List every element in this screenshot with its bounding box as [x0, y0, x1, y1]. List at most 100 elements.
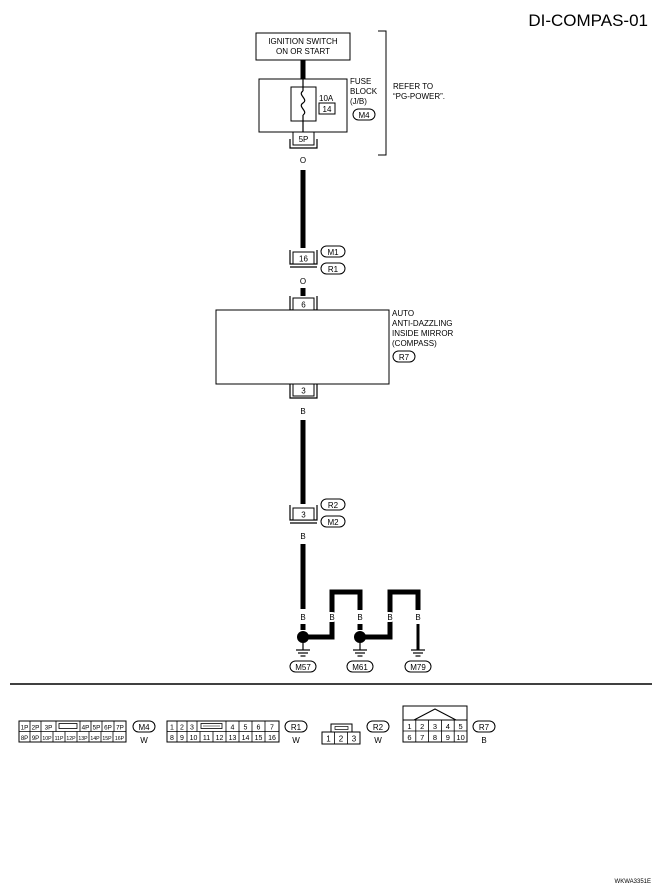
fuse-connector-badge: M4	[352, 108, 376, 121]
refer-note-line2: “PG-POWER”.	[393, 92, 445, 101]
r1-pin: 11	[203, 735, 210, 742]
m4-pin: 1P	[21, 725, 29, 732]
m4-pin: 15P	[102, 736, 112, 742]
ground-point-m79: M79	[404, 649, 432, 673]
mirror-connector-badge: R7	[392, 350, 416, 363]
m4-pin: 16P	[115, 736, 125, 742]
r7-pin: 2	[420, 722, 424, 731]
connector-face-m4: 1P 2P 3P 4P 5P 6P 7P 8P 9P 10P 11P	[18, 720, 127, 743]
r7-pin: 9	[446, 733, 450, 742]
m4-pin: 4P	[82, 725, 90, 732]
footer-code: WKWA3351E	[615, 879, 651, 885]
r1-pin: 7	[270, 725, 274, 732]
ground-label-m79: M79	[410, 663, 426, 672]
r1-connector-id: R1	[291, 723, 302, 732]
fuse-pin: 5P	[299, 135, 309, 144]
r7-pin: 8	[433, 733, 437, 742]
fuse-label-line3: (J/B)	[350, 97, 367, 106]
ground-wire-color-4: B	[387, 613, 392, 622]
r1-pin: 16	[268, 735, 276, 742]
r7-pin: 4	[446, 722, 450, 731]
m4-pin: 2P	[32, 725, 40, 732]
m4-pin: 10P	[42, 736, 52, 742]
ground-wire-color-5: B	[415, 613, 420, 622]
r1-pin: 6	[257, 725, 261, 732]
r2-pin: 3	[352, 735, 357, 744]
r1-pin: 4	[231, 725, 235, 732]
r1-pin: 8	[170, 735, 174, 742]
joint-r2-m2-pin: 3	[301, 511, 306, 520]
m4-pin: 6P	[104, 725, 112, 732]
wire-color-joint-to-mirror: O	[300, 277, 306, 286]
refer-note-line1: REFER TO	[393, 82, 433, 91]
connector-view-m4: 1P 2P 3P 4P 5P 6P 7P 8P 9P 10P 11P	[18, 720, 156, 745]
connector-view-r1: 1 2 3 4 5 6 7 8 9 10 11 12 13	[166, 720, 308, 745]
m4-pin: 3P	[45, 725, 53, 732]
r1-pin: 12	[216, 735, 224, 742]
m4-pin: 7P	[116, 725, 124, 732]
ground-wire-color-1: B	[300, 613, 305, 622]
connector-face-r7: 1 2 3 4 5 6 7 8 9 10	[402, 705, 468, 743]
r1-pin: 15	[255, 735, 263, 742]
ground-label-m61: M61	[352, 663, 368, 672]
fuse-block: 10A 14 5P	[258, 78, 348, 149]
ignition-label-line2: ON OR START	[276, 47, 330, 56]
wire-color-mirror-to-joint: B	[300, 407, 305, 416]
m4-connector-color: W	[140, 736, 148, 745]
joint-m2-connector: M2	[327, 518, 339, 527]
joint-m1-r1-pin: 16	[299, 255, 308, 264]
r7-pin: 1	[407, 722, 411, 731]
wire-color-fuse-to-joint: O	[300, 156, 306, 165]
r7-connector-id: R7	[479, 723, 490, 732]
connector-face-r2: 1 2 3	[321, 723, 361, 745]
page-title: DI-COMPAS-01	[528, 11, 648, 30]
ground-wire-color-3: B	[357, 613, 362, 622]
joint-connector-m1-r1: 16 M1 R1	[289, 245, 346, 275]
r7-connector-color: B	[481, 736, 486, 745]
joint-r1-connector: R1	[328, 265, 339, 274]
mirror-label-line3: INSIDE MIRROR	[392, 329, 454, 338]
r2-connector-color: W	[374, 736, 382, 745]
m4-pin: 13P	[78, 736, 88, 742]
joint-connector-r2-m2: 3 R2 M2	[289, 498, 346, 528]
r1-pin: 3	[190, 725, 194, 732]
auto-dimming-mirror: 6 3	[215, 296, 390, 399]
fuse-label-line1: FUSE	[350, 77, 371, 86]
mirror-pin-top: 6	[301, 301, 306, 310]
m4-pin: 8P	[21, 736, 28, 742]
mirror-label-line2: ANTI-DAZZLING	[392, 319, 452, 328]
mirror-pin-bottom: 3	[301, 387, 306, 396]
wire-m57-to-m61	[307, 589, 363, 640]
fuse-rating: 10A	[319, 94, 334, 103]
ground-label-m57: M57	[295, 663, 311, 672]
r1-pin: 1	[170, 725, 174, 732]
fuse-number: 14	[323, 105, 332, 114]
r1-pin: 14	[242, 735, 250, 742]
mirror-label-line4: (COMPASS)	[392, 339, 437, 348]
connector-view-r2: 1 2 3 R2 W	[321, 720, 390, 745]
refer-bracket	[378, 30, 387, 156]
mirror-connector: R7	[399, 353, 410, 362]
ground-wire-color-2: B	[329, 613, 334, 622]
wire-m61-to-m79	[364, 589, 421, 640]
m4-pin: 5P	[93, 725, 101, 732]
m4-pin: 14P	[90, 736, 100, 742]
r2-pin: 1	[326, 735, 331, 744]
r2-pin: 2	[339, 735, 344, 744]
joint-r2-connector: R2	[328, 501, 339, 510]
m4-pin: 11P	[55, 736, 64, 742]
m4-pin: 12P	[66, 736, 76, 742]
m4-connector-id: M4	[138, 723, 150, 732]
m4-pin: 9P	[32, 736, 39, 742]
connector-view-r7: 1 2 3 4 5 6 7 8 9 10 R7 B	[402, 705, 496, 745]
r7-pin: 5	[459, 722, 463, 731]
ground-point-m61: M61	[346, 631, 374, 673]
wire-color-joint-to-ground: B	[300, 532, 305, 541]
joint-m1-connector: M1	[327, 248, 339, 257]
fuse-connector: M4	[358, 111, 370, 120]
connector-face-r1: 1 2 3 4 5 6 7 8 9 10 11 12 13	[166, 720, 280, 743]
ignition-label-line1: IGNITION SWITCH	[268, 37, 338, 46]
ground-wiring: B B B B B	[300, 589, 421, 650]
r2-connector-id: R2	[373, 723, 384, 732]
